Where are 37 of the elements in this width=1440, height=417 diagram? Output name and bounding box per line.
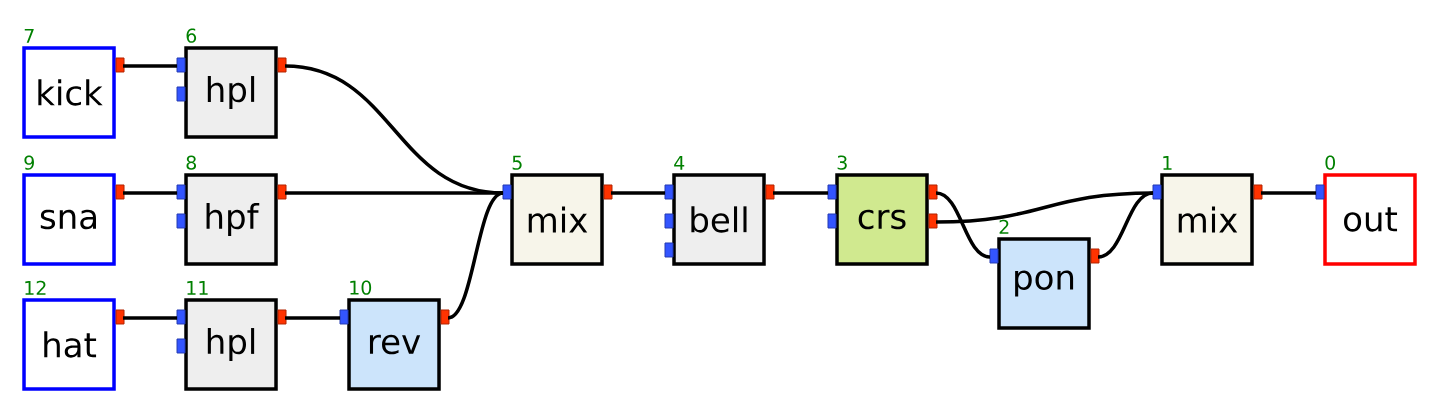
index-number: 11 xyxy=(187,280,208,295)
module-box: out xyxy=(1315,173,1417,266)
connector xyxy=(123,316,177,320)
index-number: 3 xyxy=(837,155,847,170)
index-number: 2 xyxy=(999,219,1009,234)
module-box: mix xyxy=(1152,173,1263,266)
connector xyxy=(1097,191,1154,259)
module-box: hat xyxy=(22,298,125,391)
connector xyxy=(1261,191,1316,195)
module-box: hpl xyxy=(176,46,287,139)
module-box: crs xyxy=(827,173,938,266)
module-box: mix xyxy=(502,173,613,266)
index-number: 4 xyxy=(674,155,685,170)
module-box: pon xyxy=(989,237,1100,330)
index-number: 10 xyxy=(350,280,372,295)
connector xyxy=(123,191,177,195)
connector xyxy=(611,191,665,195)
index-number: 5 xyxy=(512,155,522,170)
connector xyxy=(773,191,828,195)
index-number: 6 xyxy=(186,28,197,43)
index-number: 0 xyxy=(1325,155,1335,170)
connector xyxy=(285,191,503,195)
index-number: 12 xyxy=(25,280,46,295)
connector xyxy=(935,191,991,259)
index-number: 7 xyxy=(24,28,34,43)
index-number: 1 xyxy=(1163,155,1172,170)
module-box: sna xyxy=(22,173,125,266)
module-box: bell xyxy=(664,173,775,266)
index-number: 8 xyxy=(186,155,196,170)
connector xyxy=(123,64,177,68)
module-box: hpf xyxy=(176,173,287,266)
connector xyxy=(935,191,1154,224)
module-box: hpl xyxy=(176,298,287,391)
index-number: 9 xyxy=(24,155,34,170)
connector xyxy=(285,316,340,320)
module-box: rev xyxy=(339,298,450,391)
module-box: kick xyxy=(22,46,125,139)
